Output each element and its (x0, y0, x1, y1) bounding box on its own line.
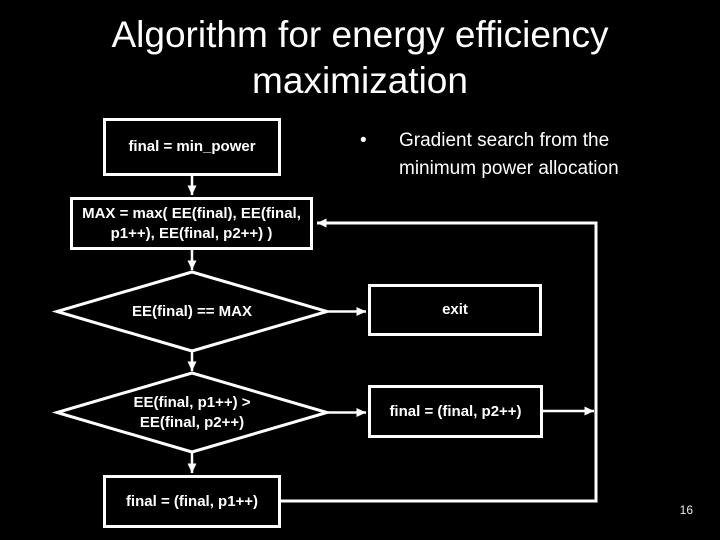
flow-node-assign-p2: final = (final, p2++) (368, 385, 543, 438)
flow-node-init: final = min_power (103, 118, 281, 176)
bullet-line-1: Gradient search from the (399, 130, 610, 151)
flow-node-assign-p1: final = (final, p1++) (103, 475, 281, 528)
slide-title: Algorithm for energy efficiency maximiza… (0, 12, 720, 104)
decision-is-max-label: EE(final) == MAX (131, 303, 253, 320)
flow-node-exit-label: exit (442, 301, 468, 318)
flow-node-max-calc: MAX = max( EE(final), EE(final, p1++), E… (70, 197, 313, 250)
flow-node-max-calc-label: MAX = max( EE(final), EE(final, p1++), E… (82, 204, 301, 242)
decision-diamond-is-max (51, 270, 333, 353)
flow-node-exit: exit (368, 284, 542, 336)
decision-compare-label: EE(final, p1++) > EE(final, p2++) (133, 394, 251, 431)
loopback-connector (281, 218, 598, 503)
flow-node-init-label: final = min_power (128, 138, 256, 155)
flow-node-assign-p1-label: final = (final, p1++) (125, 492, 259, 510)
page-number: 16 (679, 503, 693, 517)
bullet-line-2: minimum power allocation (399, 158, 619, 179)
bullet-icon: • (360, 130, 367, 151)
slide-title-line-1: Algorithm for energy efficiency (111, 14, 609, 55)
decision-diamond-compare (51, 371, 333, 454)
flow-node-assign-p2-label: final = (final, p2++) (389, 402, 522, 420)
bullet-item: Gradient search from the minimum power a… (399, 127, 659, 183)
slide-title-line-2: maximization (252, 60, 468, 101)
